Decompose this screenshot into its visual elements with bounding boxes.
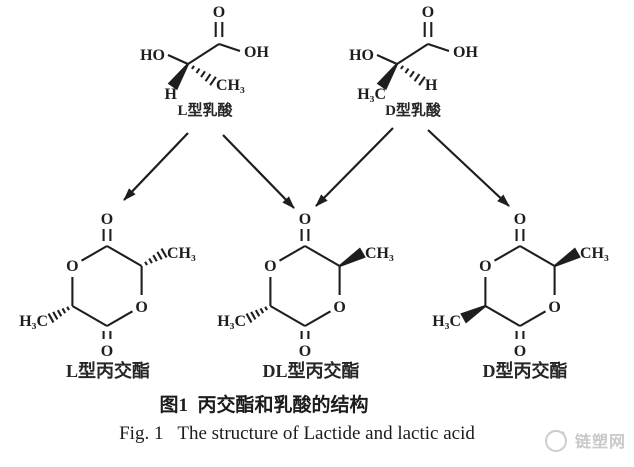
atom-right-substituent: H xyxy=(425,77,438,94)
atom-ring-o-left: O xyxy=(264,258,276,275)
dl-lactide-label: DL型丙交酯 xyxy=(262,361,360,381)
hash-bond-mark xyxy=(52,311,59,320)
wedge-bond xyxy=(376,63,398,91)
hash-bond-mark xyxy=(264,306,268,311)
atom-methyl-bottom: H₃C xyxy=(432,313,461,330)
hash-bond-mark xyxy=(148,257,153,264)
lactide-ring-skeleton: O O O O CH₃ H₃C xyxy=(19,211,196,360)
wedge-bond xyxy=(167,63,189,91)
hash-bond-mark xyxy=(160,248,168,258)
wedge-bond xyxy=(338,247,366,267)
hash-bond-mark xyxy=(259,307,265,314)
dl-lactide-structure: O O O O CH₃ H₃C xyxy=(213,208,413,366)
l-lactic-acid-label: L型乳酸 xyxy=(177,103,233,119)
l-lactide-structure: O O O O CH₃ H₃C xyxy=(15,208,215,366)
hash-bond-mark xyxy=(400,65,404,70)
wedge-bond xyxy=(460,305,487,324)
lactide-ring-skeleton: O O O O CH₃ H₃C xyxy=(432,211,609,360)
atom-methyl-top: CH₃ xyxy=(580,245,609,262)
atom-methyl-bottom: H₃C xyxy=(217,313,246,330)
hash-bond-mark xyxy=(56,309,63,317)
hash-bond-mark xyxy=(47,313,55,323)
atom-left-substituent: H xyxy=(165,86,178,103)
hash-bond-mark xyxy=(144,261,148,266)
atom-ring-o-left: O xyxy=(479,258,491,275)
hash-bond-mark xyxy=(404,67,410,74)
lactic-acid-skeleton: O HO OH H CH₃ xyxy=(140,4,269,103)
atom-ring-o-right: O xyxy=(333,299,345,316)
figure-caption-en: Fig. 1 The structure of Lactide and lact… xyxy=(119,423,475,444)
atom-carbonyl-top-o: O xyxy=(101,211,113,228)
d-lactic-acid-label: D型乳酸 xyxy=(385,103,441,119)
lactic-acid-skeleton: O HO OH H₃C H xyxy=(349,4,478,103)
wedge-bond xyxy=(553,247,581,267)
atom-hydroxyl: HO xyxy=(140,47,165,64)
watermark: 链塑网 xyxy=(542,426,626,454)
hash-bond-mark xyxy=(245,313,253,323)
atom-methyl-top: CH₃ xyxy=(365,245,394,262)
hash-bond-mark xyxy=(152,254,158,262)
atom-ring-o-right: O xyxy=(135,299,147,316)
watermark-logo-icon xyxy=(545,429,567,452)
d-lactide-label: D型丙交酯 xyxy=(482,361,568,381)
l-lactic-acid-structure: O HO OH H CH₃ xyxy=(127,0,307,105)
atom-carbonyl-top-o: O xyxy=(299,211,311,228)
hash-bond-mark xyxy=(204,73,212,82)
hash-bond-mark xyxy=(250,311,257,320)
hash-bond-mark xyxy=(418,76,426,86)
atom-acid-oh: OH xyxy=(244,44,269,61)
figure-caption-cn: 图1 丙交酯和乳酸的结构 xyxy=(159,395,369,416)
atom-ring-o-left: O xyxy=(66,258,78,275)
atom-hydroxyl: HO xyxy=(349,47,374,64)
hash-bond-mark xyxy=(409,70,415,78)
atom-carbonyl-o: O xyxy=(422,4,434,21)
hash-bond-mark xyxy=(209,76,217,86)
watermark-text: 链塑网 xyxy=(575,434,627,451)
hash-bond-mark xyxy=(195,67,201,74)
atom-carbonyl-bottom-o: O xyxy=(101,343,113,360)
atom-left-substituent: H₃C xyxy=(357,86,386,103)
l-lactide-label: L型丙交酯 xyxy=(65,361,150,381)
arrow-l-acid-to-dl-lactide xyxy=(222,134,295,209)
atom-methyl-top: CH₃ xyxy=(167,245,196,262)
atom-carbonyl-bottom-o: O xyxy=(299,343,311,360)
atom-ring-o-right: O xyxy=(548,299,560,316)
atom-right-substituent: CH₃ xyxy=(216,77,245,94)
hash-bond-mark xyxy=(413,73,421,82)
atom-acid-oh: OH xyxy=(453,44,478,61)
arrow-d-acid-to-d-lactide xyxy=(427,129,510,207)
lactide-ring-skeleton: O O O O CH₃ H₃C xyxy=(217,211,394,360)
arrow-l-acid-to-l-lactide xyxy=(123,132,189,201)
arrow-d-acid-to-dl-lactide xyxy=(315,127,394,207)
hash-bond-mark xyxy=(61,307,67,314)
atom-carbonyl-top-o: O xyxy=(514,211,526,228)
atom-carbonyl-bottom-o: O xyxy=(514,343,526,360)
hash-bond-mark xyxy=(191,65,195,70)
hash-bond-mark xyxy=(254,309,261,317)
atom-carbonyl-o: O xyxy=(213,4,225,21)
hash-bond-mark xyxy=(156,251,163,260)
hash-bond-mark xyxy=(200,70,206,78)
d-lactide-structure: O O O O CH₃ H₃C xyxy=(428,208,628,366)
atom-methyl-bottom: H₃C xyxy=(19,313,48,330)
hash-bond-mark xyxy=(66,306,70,311)
d-lactic-acid-structure: O HO OH H₃C H xyxy=(336,0,516,105)
